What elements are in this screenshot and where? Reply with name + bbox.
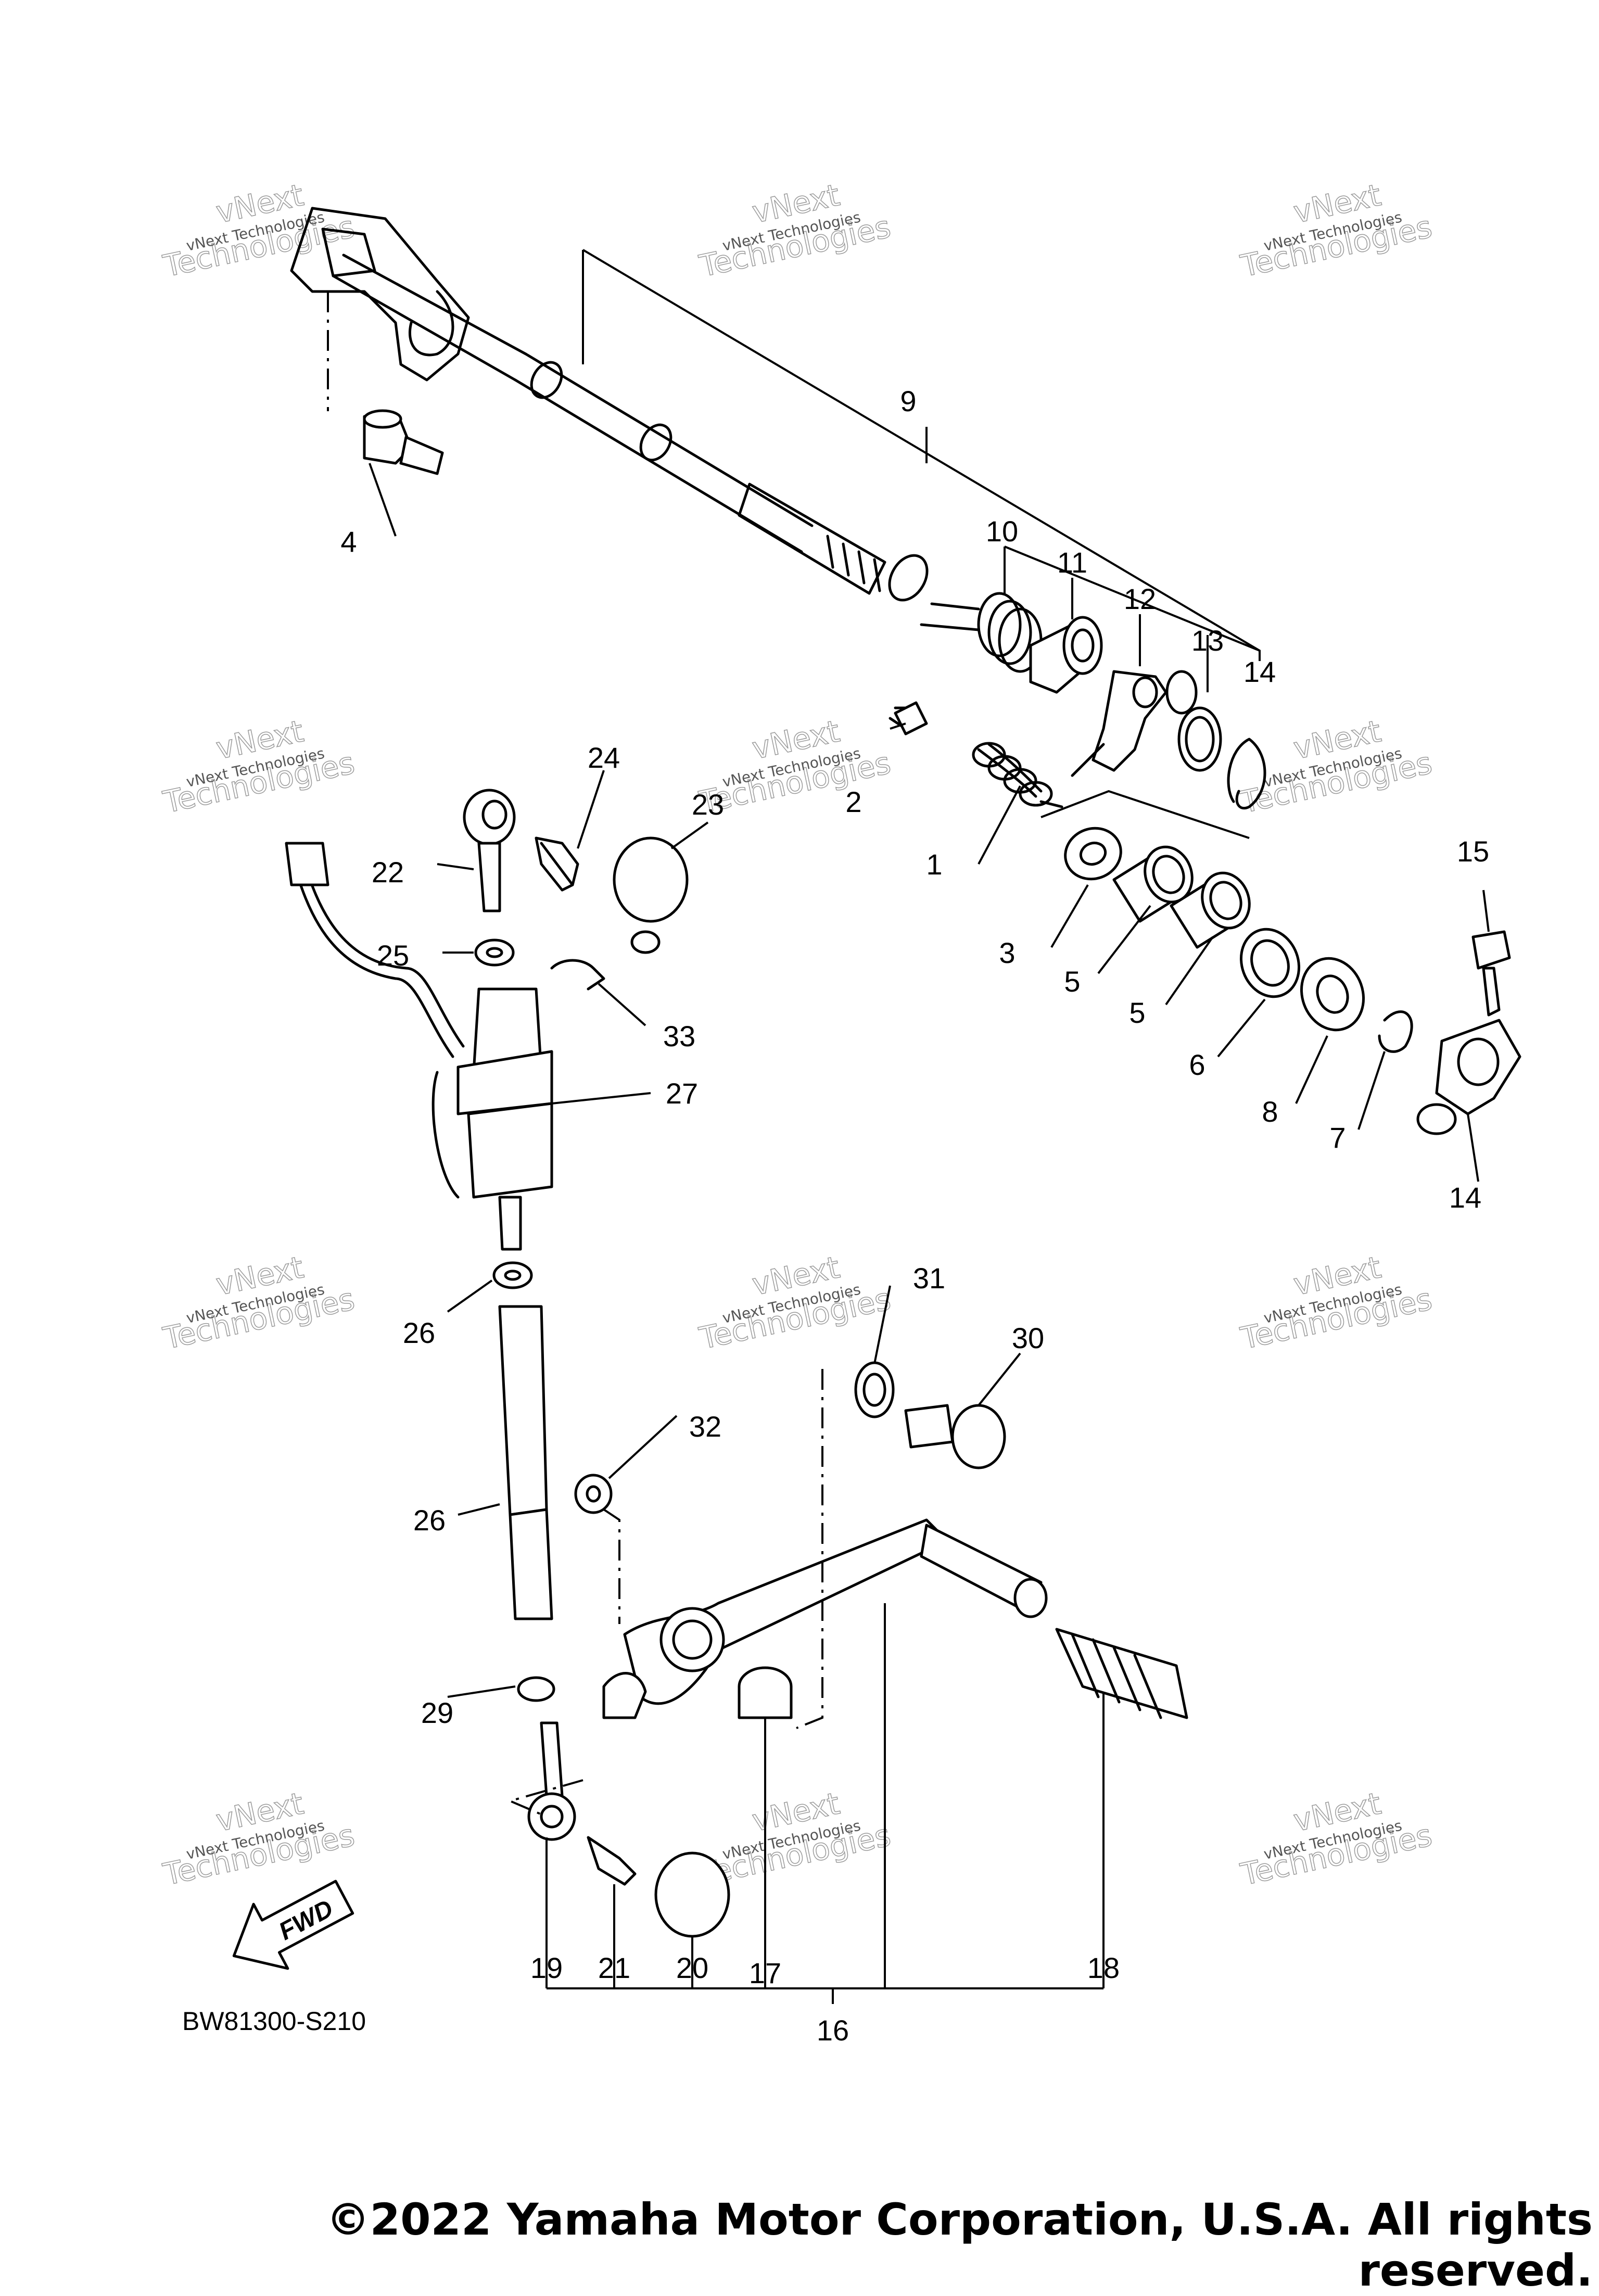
- watermark: Technologies vNext Technologies vNext: [160, 1785, 358, 1893]
- callout-31: 31: [913, 1262, 945, 1295]
- fwd-arrow: FWD: [232, 1880, 354, 1970]
- callout-25: 24: [588, 741, 620, 774]
- leader-lines: [369, 249, 1490, 2004]
- watermark: Technologies vNext Technologies vNext: [160, 177, 358, 285]
- watermark: Technologies vNext Technologies vNext: [1237, 1785, 1436, 1893]
- shift-sensor: [285, 842, 553, 1251]
- callout-22: 21: [598, 1951, 630, 1984]
- lower-dust-cover: [654, 1851, 730, 1938]
- callout-28: 26: [413, 1504, 446, 1537]
- watermark: Technologies vNext Technologies vNext: [160, 1249, 358, 1357]
- nut: [517, 1676, 555, 1702]
- callout-16: 15: [1457, 835, 1489, 868]
- rod-end-joint: [463, 789, 516, 912]
- dust-cover: [613, 836, 689, 954]
- joint-bolt: [535, 836, 579, 892]
- pivot-bolt: [904, 1404, 1006, 1469]
- shift-spring-set: [920, 592, 1266, 810]
- lock-nut-lower: [492, 1261, 533, 1289]
- retaining-clip: [550, 959, 605, 991]
- callout-5: 5: [1129, 996, 1145, 1029]
- callout-7: 7: [1329, 1121, 1346, 1154]
- callout-8: 8: [1262, 1095, 1278, 1128]
- callout-1: 1: [926, 848, 942, 881]
- callout-18: 17: [749, 1957, 781, 1989]
- pedal-rubber: [1055, 1628, 1188, 1719]
- callout-12: 12: [1124, 582, 1156, 615]
- callout-24: 23: [692, 788, 724, 821]
- lower-rod-end: [527, 1721, 576, 1841]
- watermark: Technologies vNext Technologies vNext: [696, 1249, 894, 1357]
- pedal-collar: [738, 1666, 793, 1719]
- callout-33: 33: [663, 1020, 695, 1052]
- callout-27: 27: [666, 1077, 698, 1110]
- shift-pedal: [602, 1518, 1048, 1719]
- callout-30: 30: [1012, 1322, 1044, 1354]
- copyright-notice: ©2022 Yamaha Motor Corporation, U.S.A. A…: [326, 2194, 1593, 2296]
- callout-3: 3: [999, 936, 1015, 969]
- callout-10: 10: [986, 515, 1018, 548]
- shift-shaft: [290, 207, 929, 602]
- bracket-line: [1040, 790, 1250, 839]
- return-spring: [889, 701, 1105, 808]
- watermark-layer: Technologies vNext Technologies vNext Te…: [160, 177, 1436, 1893]
- callout-26: 26: [403, 1316, 435, 1349]
- callout-2: 2: [845, 785, 861, 818]
- callout-26: 25: [377, 939, 409, 972]
- callout-29: 29: [421, 1696, 453, 1729]
- watermark: Technologies vNext Technologies vNext: [160, 713, 358, 821]
- callout-13: 13: [1191, 624, 1224, 657]
- lock-nut: [474, 938, 515, 967]
- callout-labels: 9 10 11 12 13 14 4 2 1 3 5 5 6 8 7 14 15…: [340, 385, 1489, 2047]
- callout-20: 19: [530, 1951, 563, 1984]
- clamp-bolt: [1471, 930, 1511, 1017]
- callout-15: 14: [1449, 1181, 1481, 1214]
- callout-23: 22: [372, 856, 404, 889]
- callout-9: 9: [900, 385, 916, 417]
- watermark: Technologies vNext Technologies vNext: [1237, 1249, 1436, 1357]
- bearing-stack: [1064, 827, 1413, 1053]
- washer: [574, 1474, 613, 1514]
- callout-17: 16: [817, 2014, 849, 2047]
- callout-21: 20: [676, 1951, 708, 1984]
- callout-6: 6: [1189, 1048, 1205, 1081]
- callout-19: 18: [1087, 1951, 1120, 1984]
- shift-rod: [498, 1305, 553, 1620]
- watermark: Technologies vNext Technologies vNext: [1237, 713, 1436, 821]
- watermark: Technologies vNext Technologies vNext: [696, 177, 894, 285]
- callout-32: 32: [689, 1410, 721, 1443]
- stopper-bolt: [363, 409, 444, 475]
- callout-5: 5: [1064, 965, 1080, 998]
- callout-11: 11: [1057, 546, 1087, 579]
- diagram-code: BW81300-S210: [182, 2007, 366, 2036]
- oil-seal: [854, 1361, 895, 1418]
- callout-4: 4: [340, 525, 357, 558]
- lower-bolt: [587, 1836, 637, 1886]
- watermark: Technologies vNext Technologies vNext: [1237, 177, 1436, 285]
- callout-14: 14: [1243, 655, 1276, 688]
- shift-arm: [1416, 1019, 1521, 1135]
